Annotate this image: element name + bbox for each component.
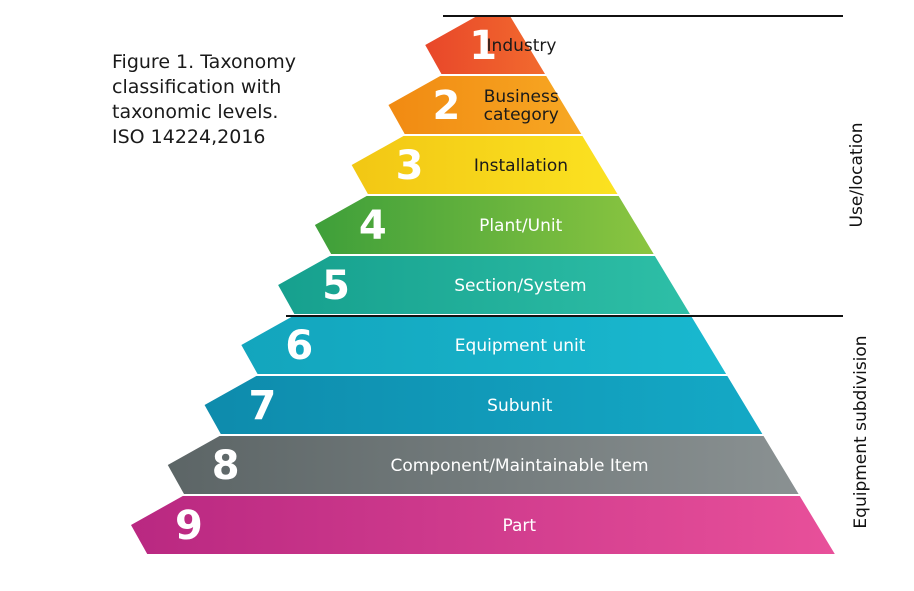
level-label-6: Equipment unit [455,336,586,356]
pyramid-level-6: 6 Equipment unit [241,316,727,374]
level-number-4: 4 [359,203,387,249]
level-band-1 [425,16,546,74]
level-number-2: 2 [432,83,460,129]
pyramid-level-5: 5 Section/System [278,256,690,314]
level-band-7 [204,376,763,434]
pyramid-level-8: 8 Component/Maintainable Item [167,436,799,494]
level-label-3: Installation [474,156,568,176]
level-label-7: Subunit [487,396,553,416]
level-band-4 [314,196,654,254]
group-dividers [286,15,843,317]
level-label-9: Part [502,516,536,536]
level-band-3 [351,136,618,194]
level-band-5 [278,256,690,314]
level-number-6: 6 [285,323,313,369]
pyramid-level-7: 7 Subunit [204,376,763,434]
level-number-5: 5 [322,263,350,309]
figure-caption: Figure 1. Taxonomy classification with t… [112,50,342,150]
level-label-2-line-2: category [484,105,559,125]
level-band-2 [388,76,582,134]
level-number-1: 1 [469,23,497,69]
level-number-8: 8 [212,443,240,489]
level-band-9 [131,496,835,554]
group-label-use-location: Use/location [847,123,867,228]
level-number-3: 3 [396,143,424,189]
level-number-9: 9 [175,503,203,549]
level-label-4: Plant/Unit [479,216,563,236]
level-band-6 [241,316,727,374]
caption-line-2: classification with [112,76,282,98]
level-label-1: Industry [487,36,557,56]
pyramid-level-4: 4 Plant/Unit [314,196,654,254]
caption-line-1: Figure 1. Taxonomy [112,51,297,73]
group-label-equipment-subdivision: Equipment subdivision [851,335,871,528]
pyramid-level-3: 3 Installation [351,136,618,194]
level-band-8 [167,436,799,494]
level-label-5: Section/System [454,276,586,296]
level-number-7: 7 [249,383,277,429]
level-label-2-line-1: Business [484,87,559,107]
caption-line-3: taxonomic levels. [112,101,279,123]
level-label-8: Component/Maintainable Item [391,456,649,476]
caption-line-4: ISO 14224,2016 [112,126,266,148]
pyramid-level-9: 9 Part [131,496,835,554]
group-labels: Use/location Equipment subdivision [847,123,871,529]
